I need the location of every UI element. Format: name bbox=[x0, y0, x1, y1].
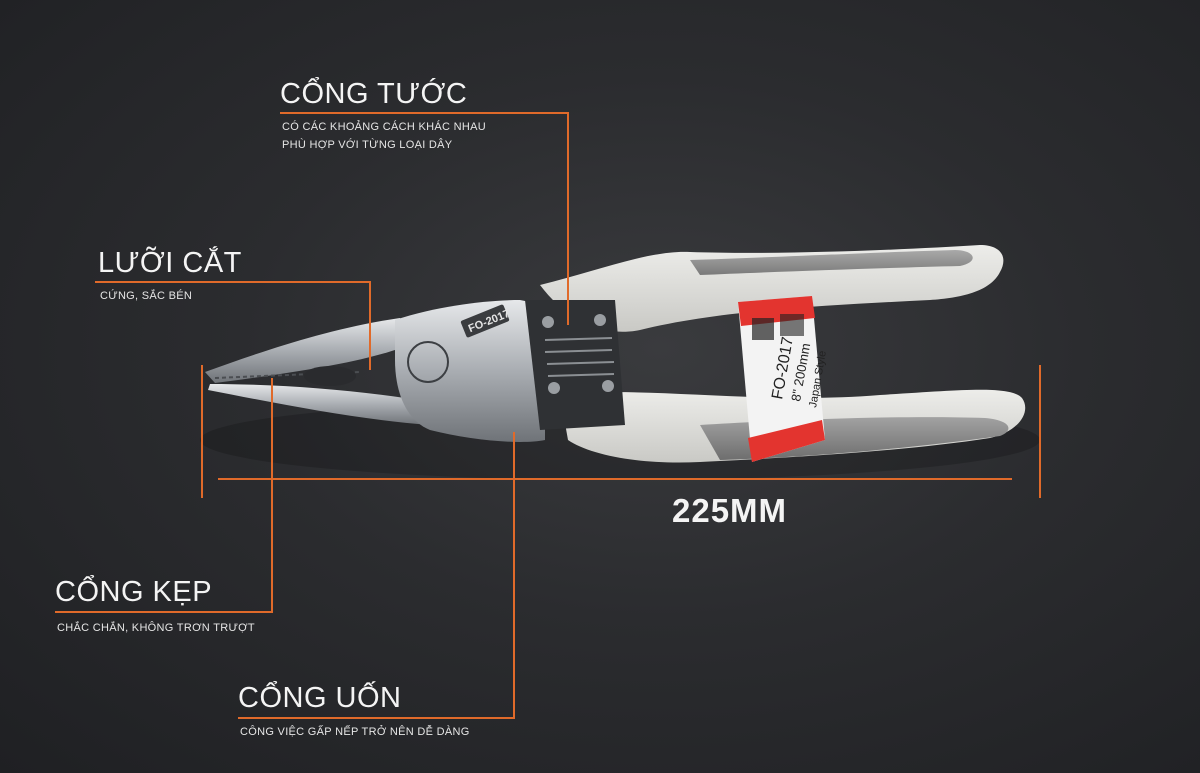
pliers-head: FO-2017 bbox=[205, 300, 625, 442]
cong-tuoc-title: CỔNG TƯỚC bbox=[280, 78, 468, 110]
luoi-cat-leader-line bbox=[95, 281, 371, 370]
luoi-cat-title: LƯỠI CẮT bbox=[98, 247, 242, 279]
luoi-cat-desc: CỨNG, SẮC BÉN bbox=[100, 290, 193, 302]
upper-handle bbox=[540, 245, 1004, 332]
cong-kep-desc: CHẮC CHẮN, KHÔNG TRƠN TRƯỢT bbox=[57, 622, 255, 634]
annotation-lines bbox=[55, 112, 1041, 719]
cong-kep-leader-line bbox=[55, 378, 273, 613]
cong-uon-desc: CÔNG VIỆC GẤP NẾP TRỞ NÊN DỄ DÀNG bbox=[240, 726, 470, 738]
cong-uon-title: CỔNG UỐN bbox=[238, 682, 402, 714]
cong-kep-title: CỔNG KẸP bbox=[55, 576, 213, 608]
dimension-label: 225MM bbox=[672, 492, 788, 529]
cong-tuoc-desc-line-1: CÓ CÁC KHOẢNG CÁCH KHÁC NHAU bbox=[282, 121, 486, 133]
cong-uon-leader-line bbox=[238, 432, 515, 719]
cong-tuoc-leader-line bbox=[280, 112, 569, 325]
product-tag: FO-2017 8" 200mm Japan Style bbox=[738, 296, 829, 462]
cong-tuoc-desc-line-2: PHÙ HỢP VỚI TỪNG LOẠI DÂY bbox=[282, 139, 453, 151]
